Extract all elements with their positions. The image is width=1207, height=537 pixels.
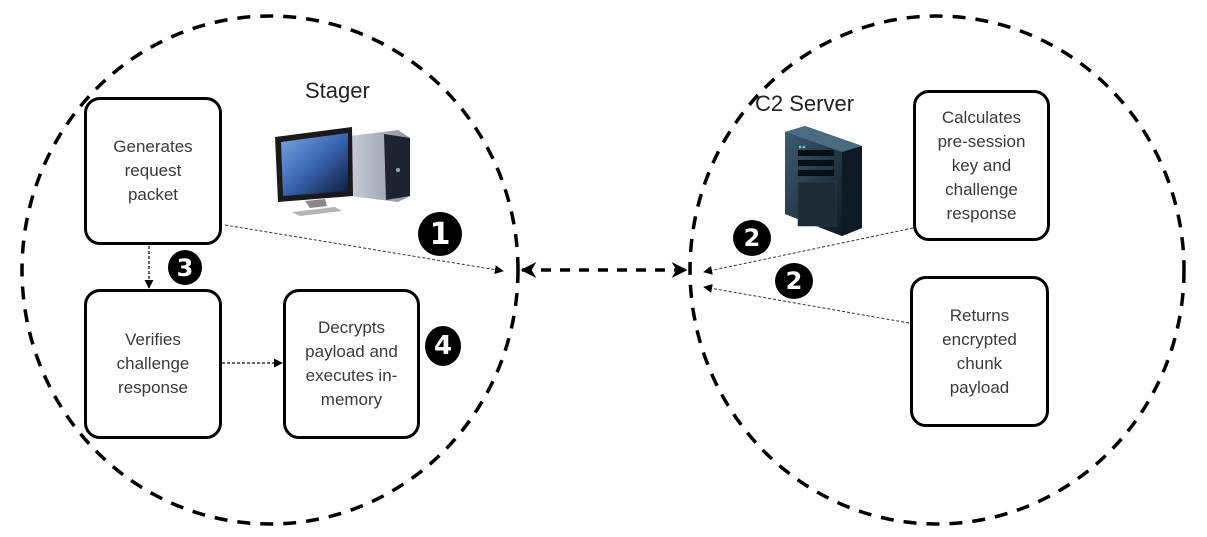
step4-badge: 4	[425, 326, 461, 366]
box-line: Verifies	[125, 330, 181, 349]
server-tower-icon	[785, 126, 862, 236]
desktop-computer-icon	[275, 127, 410, 216]
box-line: packet	[127, 185, 179, 204]
stager-title: Stager	[305, 78, 370, 103]
decrypt-payload-box: Decrypts payload and executes in- memory	[283, 289, 420, 439]
box-line: chunk	[956, 353, 1003, 373]
step2a-badge: 2	[733, 220, 771, 256]
box-line: memory	[320, 390, 383, 409]
generate-request-box: Generates request packet	[84, 97, 222, 245]
c2-server-title: C2 Server	[755, 91, 855, 116]
returns-payload-box: Returns encrypted chunk payload	[910, 276, 1049, 427]
box-line: challenge	[116, 354, 190, 373]
box-line: Calculates	[941, 107, 1022, 127]
calculate-key-box: Calculates pre-session key and challenge…	[913, 90, 1050, 241]
step1-arrow	[224, 224, 504, 275]
box-line: response	[946, 203, 1017, 223]
step1-badge: 1	[418, 212, 462, 256]
box-line: challenge	[945, 179, 1018, 199]
box-line: payload and	[305, 342, 398, 361]
step2a-arrow	[703, 227, 914, 275]
box-line: pre-session	[937, 131, 1026, 151]
verify-challenge-box: Verifies challenge response	[84, 289, 222, 439]
box-line: Decrypts	[317, 318, 386, 337]
box-line: Generates	[113, 137, 193, 156]
step3-badge: 3	[168, 250, 202, 285]
box-line: payload	[949, 377, 1010, 397]
c2-boundary	[688, 14, 1186, 526]
box-line: key and	[951, 155, 1012, 175]
stager-boundary	[20, 14, 520, 526]
box-line: response	[118, 378, 188, 397]
step2b-badge: 2	[775, 263, 813, 299]
box-line: Returns	[949, 305, 1010, 325]
box-line: executes in-	[305, 366, 398, 385]
box-line: encrypted	[942, 329, 1017, 349]
box-line: request	[124, 161, 182, 180]
